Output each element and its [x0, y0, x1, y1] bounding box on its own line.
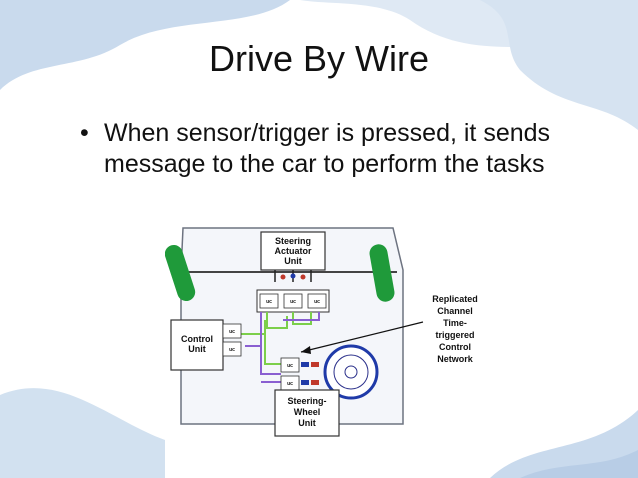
slide-title: Drive By Wire — [208, 38, 429, 79]
control-unit-label-1: Control — [181, 334, 213, 344]
steering-actuator-label-3: Unit — [284, 256, 302, 266]
network-label-4: triggered — [435, 330, 474, 340]
uc-chip-label: uc — [266, 299, 272, 305]
actuator-connector-red — [280, 274, 286, 280]
steering-wheel-unit — [274, 389, 340, 437]
network-label-3: Time- — [443, 318, 467, 328]
network-pointer-arrow — [300, 321, 424, 353]
uc-chip-label: uc — [229, 347, 235, 353]
drive-by-wire-diagram: Steering Actuator Unit uc uc uc Control — [165, 224, 489, 438]
actuator-connector-red — [300, 274, 306, 280]
bullet-list: • When sensor/trigger is pressed, it sen… — [80, 118, 600, 180]
network-label-5: Control — [439, 342, 471, 352]
network-label-2: Channel — [437, 306, 473, 316]
bullet-item: • When sensor/trigger is pressed, it sen… — [80, 118, 600, 180]
steering-actuator-unit — [260, 231, 326, 271]
network-bus-green — [241, 312, 312, 365]
network-label-6: Network — [437, 354, 474, 364]
uc-chip-label: uc — [287, 363, 293, 369]
actuator-connector-blue — [290, 273, 296, 279]
uc-chip-label: uc — [287, 381, 293, 387]
steering-wheel-label-3: Unit — [298, 418, 316, 428]
bullet-marker: • — [80, 119, 89, 147]
steering-actuator-label-2: Actuator — [274, 246, 311, 256]
uc-chip-label: uc — [314, 299, 320, 305]
network-label-1: Replicated — [432, 294, 478, 304]
right-tire — [369, 244, 395, 302]
steering-actuator-label-1: Steering — [275, 236, 311, 246]
control-unit-label-2: Unit — [188, 344, 206, 354]
steering-wheel-label-2: Wheel — [294, 407, 321, 417]
left-tire — [165, 244, 196, 302]
network-bus-purple — [245, 312, 320, 383]
bullet-text: When sensor/trigger is pressed, it sends… — [104, 119, 551, 178]
uc-chip-label: uc — [290, 299, 296, 305]
steering-wheel-label-1: Steering- — [287, 396, 326, 406]
uc-chip-label: uc — [229, 329, 235, 335]
control-unit — [170, 319, 224, 371]
